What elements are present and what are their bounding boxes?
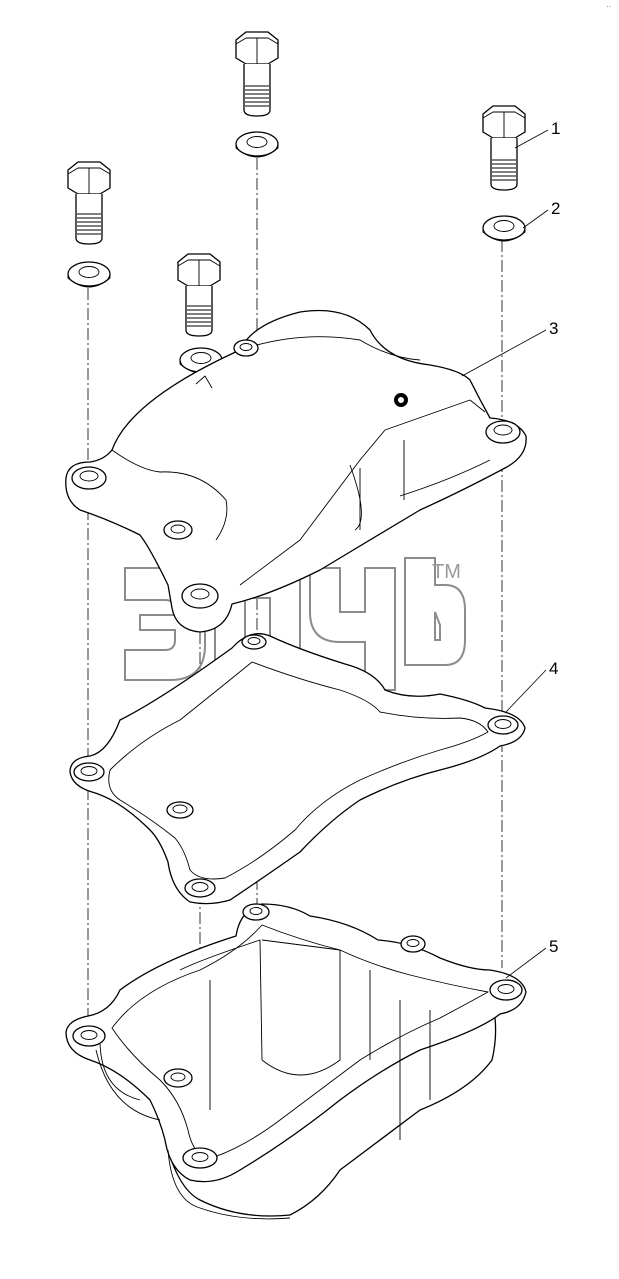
callout-3: 3 <box>549 319 558 338</box>
bolt-right <box>482 105 526 191</box>
callout-1: 1 <box>551 119 560 138</box>
callout-4: 4 <box>549 659 558 678</box>
housing-part <box>65 903 527 1220</box>
gasket-part <box>69 633 526 905</box>
watermark-trademark: TM <box>432 561 461 583</box>
washer-right <box>482 215 526 242</box>
corner-mark: ·· <box>606 2 611 11</box>
callout-2: 2 <box>551 199 560 218</box>
callout-leaders <box>461 129 549 979</box>
callout-5: 5 <box>549 937 558 956</box>
washer-top-center <box>235 131 279 158</box>
bolt-top-center <box>235 31 279 117</box>
cover-part <box>65 309 527 633</box>
bolt-left <box>67 161 111 245</box>
washer-left <box>67 261 111 288</box>
bolt-center <box>177 253 221 337</box>
